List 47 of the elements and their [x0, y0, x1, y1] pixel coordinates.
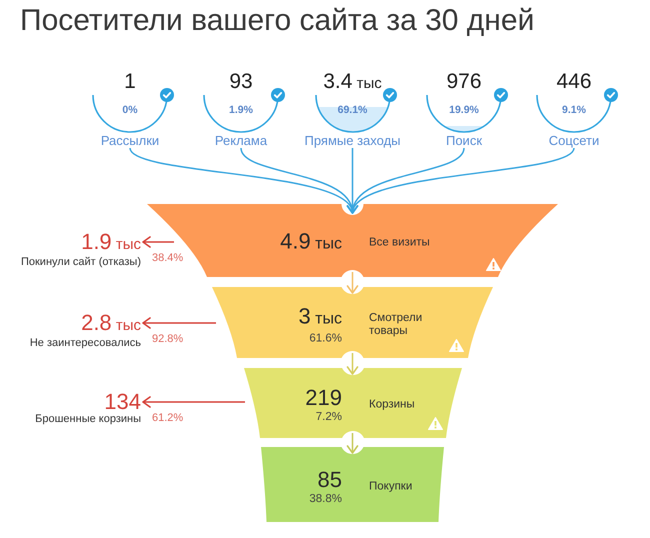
visit-count: 1	[124, 70, 136, 94]
stage-percent: 38.8%	[309, 492, 342, 506]
stage-name: Все визиты	[369, 236, 430, 249]
share-percent: 69.1%	[338, 104, 368, 117]
step-arrow	[346, 272, 358, 294]
drop-off-count: 134	[104, 391, 141, 413]
stage-percent: 61.6%	[309, 331, 342, 345]
visit-count: 446	[556, 70, 592, 94]
share-percent: 19.9%	[449, 104, 479, 117]
source-name: Рассылки	[100, 133, 160, 148]
stage-count: 85	[318, 468, 342, 492]
stage-name: Покупки	[369, 480, 412, 493]
drop-off-percent: 61.2%	[152, 412, 184, 425]
stage-percent: 7.2%	[316, 410, 342, 424]
drop-off-count: 2.8 тыс	[81, 312, 141, 337]
visit-count: 93	[229, 70, 253, 94]
funnel-stage	[212, 287, 493, 358]
funnel-stage	[261, 447, 444, 522]
drop-off-arrow	[142, 317, 216, 329]
step-arrow	[346, 353, 358, 375]
drop-off-percent: 92.8%	[152, 333, 184, 346]
source-name: Соцсети	[548, 133, 600, 148]
share-percent: 1.9%	[229, 104, 253, 117]
stage-name: Корзины	[369, 398, 415, 412]
flow-connector	[350, 148, 575, 214]
drop-off-reason: Покинули сайт (отказы)	[20, 256, 141, 269]
drop-off-arrow	[142, 396, 245, 408]
share-percent: 0%	[122, 104, 138, 117]
drop-off-reason: Не заинтересовались	[30, 337, 141, 350]
stage-name: Смотрели товары	[369, 312, 424, 338]
source-name: Прямые заходы	[304, 133, 400, 148]
funnel-stage	[244, 368, 462, 438]
drop-off-count: 1.9 тыс	[81, 231, 141, 256]
visit-count: 3.4 тыс	[323, 70, 382, 95]
step-arrow	[346, 433, 358, 454]
visit-count: 976	[446, 70, 482, 94]
drop-off-reason: Брошенные корзины	[35, 413, 141, 426]
chart-title: Посетители вашего сайта за 30 дней	[20, 3, 534, 39]
drop-off-arrow	[142, 236, 174, 248]
drop-off-percent: 38.4%	[152, 252, 184, 265]
share-percent: 9.1%	[562, 104, 586, 117]
stage-count: 4.9 тыс	[280, 229, 342, 255]
stage-count: 219	[305, 386, 342, 410]
funnel-stage	[147, 204, 558, 277]
source-name: Поиск	[446, 133, 482, 148]
stage-count: 3 тыс	[298, 304, 342, 330]
source-name: Реклама	[214, 133, 268, 148]
